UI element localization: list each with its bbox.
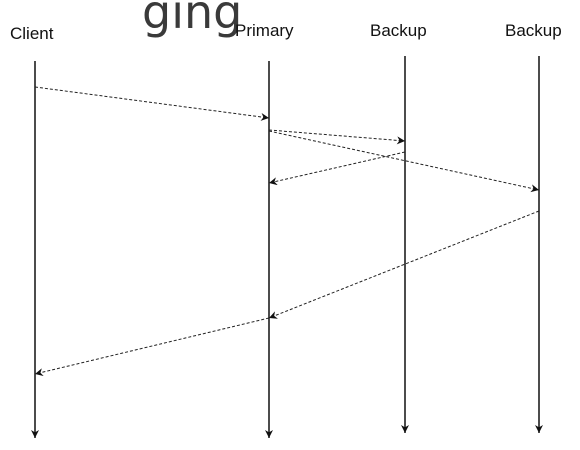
message-primary-to-backup-1 xyxy=(268,129,406,145)
participant-label-client: Client xyxy=(10,24,54,43)
message-primary-to-client xyxy=(34,317,270,377)
message-backup-2-to-primary xyxy=(268,210,540,319)
cropped-heading-text: ging xyxy=(142,0,242,39)
participant-label-primary: Primary xyxy=(235,21,294,40)
message-primary-to-backup-2 xyxy=(268,130,540,193)
message-backup-1-to-primary xyxy=(268,151,406,186)
participant-label-backup-1: Backup xyxy=(370,21,427,40)
participant-label-backup-2: Backup xyxy=(505,21,562,40)
message-client-to-primary xyxy=(34,86,270,121)
